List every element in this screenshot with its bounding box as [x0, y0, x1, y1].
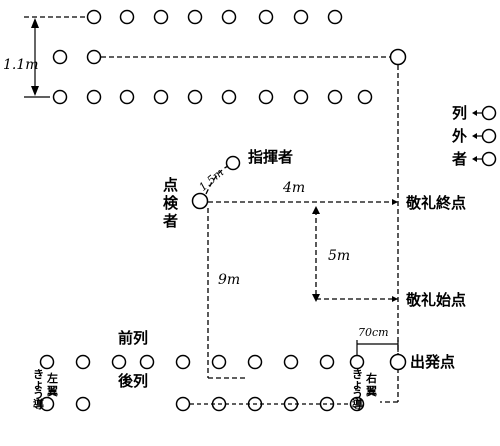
commander-marker [225, 155, 241, 171]
horizontal-distance-label: 4m [282, 180, 305, 196]
row-spacing-dimension [24, 16, 86, 98]
arrow-5m-bottom [312, 294, 320, 302]
inspector-label: 点検者 [163, 176, 179, 230]
top-formation-guide-row [52, 48, 407, 66]
out-of-ranks-label: 列外者 [451, 104, 467, 168]
commander-label: 指揮者 [248, 148, 293, 166]
arrow-5m-top [312, 206, 320, 214]
front-row-label: 前列 [118, 329, 148, 347]
vertical-distance-label: 5m [328, 248, 350, 264]
row-spacing-label: 1.1m [3, 57, 39, 73]
out-of-ranks-group [481, 105, 497, 167]
right-guide-label: 右翼きょう導 [352, 368, 377, 411]
top-formation [52, 9, 407, 105]
bottom-formation-rear-row [39, 396, 365, 412]
salute-end-marker [392, 199, 398, 205]
salute-end-label: 敬礼終点 [405, 194, 466, 212]
inspector-route [205, 65, 399, 403]
start-point-label: 出発点 [410, 353, 455, 371]
bottom-formation-front-row [39, 353, 407, 371]
bottom-formation [39, 353, 407, 412]
inspector-marker [191, 192, 209, 210]
top-formation-front-row [86, 9, 343, 25]
salute-start-label: 敬礼始点 [405, 291, 466, 309]
rear-row-label: 後列 [117, 372, 148, 390]
spacing-dimension [356, 340, 399, 356]
left-guide-label: 左翼きょう導 [33, 368, 58, 411]
out-of-ranks-arrows [472, 110, 482, 162]
spacing-label: 70cm [358, 326, 389, 339]
top-formation-rear-row [52, 89, 373, 105]
path-distance-label: 9m [218, 272, 240, 288]
salute-start-marker [392, 296, 398, 302]
